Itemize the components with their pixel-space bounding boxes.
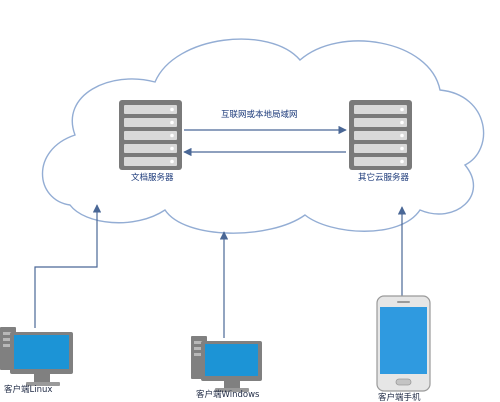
- other-server-icon: [349, 100, 412, 170]
- arrow-linux-to-cloud: [34, 204, 102, 328]
- other-server-label: 其它云服务器: [358, 173, 410, 183]
- smartphone-icon: [376, 295, 431, 392]
- network-link-label: 互联网或本地局域网: [221, 110, 298, 120]
- linux-client-label: 客户端Linux: [4, 385, 53, 395]
- network-cloud: [41, 38, 485, 234]
- linux-desktop-icon: [0, 327, 73, 386]
- doc-server-icon: [119, 100, 182, 170]
- windows-client-label: 客户端Windows: [196, 390, 260, 400]
- phone-client-label: 客户端手机: [378, 393, 421, 402]
- windows-desktop-icon: [191, 336, 262, 392]
- doc-server-label: 文档服务器: [131, 173, 174, 183]
